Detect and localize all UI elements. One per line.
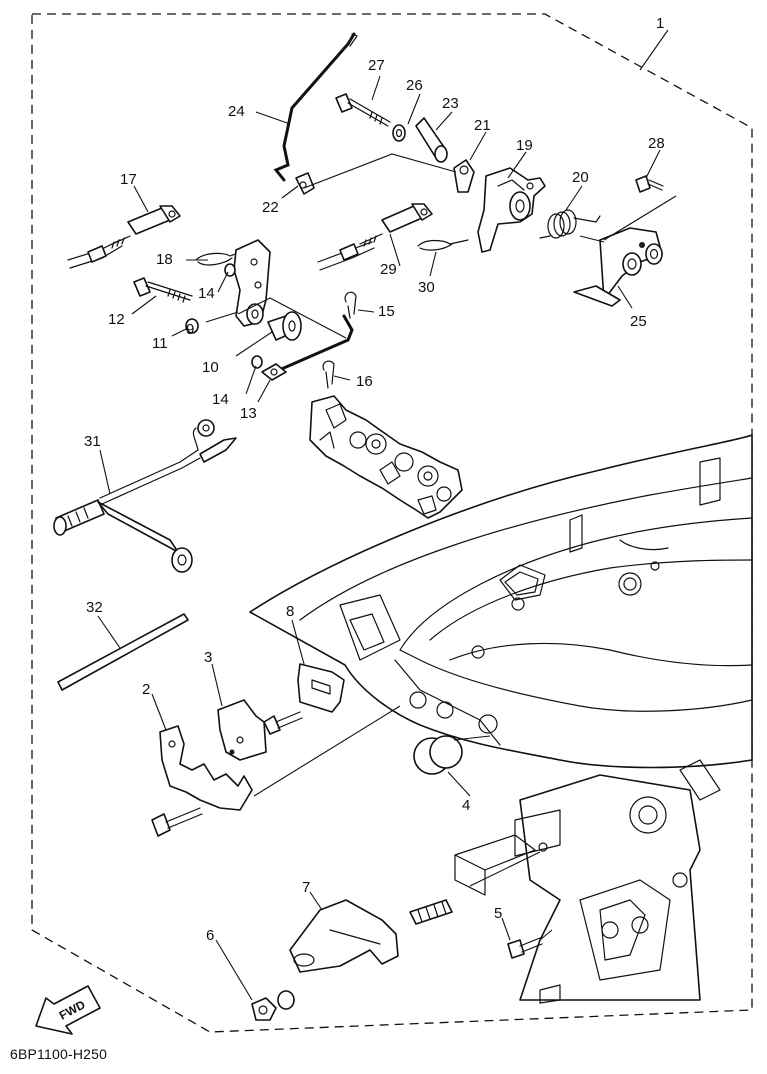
callout-27: 27 <box>368 57 385 74</box>
callout-1: 1 <box>656 15 664 32</box>
part-31-stop-switch <box>53 419 237 573</box>
callout-10: 10 <box>202 359 219 376</box>
part-28-screw <box>635 175 664 193</box>
callout-17: 17 <box>120 171 137 188</box>
swivel-bracket <box>454 759 721 1004</box>
part-7-bracket <box>289 899 399 973</box>
part-2-bracket <box>151 725 253 837</box>
callout-12: 12 <box>108 311 125 328</box>
part-26-washer <box>392 124 406 142</box>
callout-7: 7 <box>302 879 310 896</box>
callout-29: 29 <box>380 261 397 278</box>
part-15-r-clip <box>344 291 357 319</box>
callout-24: 24 <box>228 103 245 120</box>
callout-26: 26 <box>406 77 423 94</box>
part-8-plate <box>297 663 345 713</box>
part-16-r-clip <box>322 360 335 389</box>
part-20-spring <box>539 209 601 239</box>
part-3-bracket <box>217 699 303 761</box>
part-22-rod-clip <box>295 172 315 195</box>
callout-21: 21 <box>474 117 491 134</box>
callout-30: 30 <box>418 279 435 296</box>
callout-25: 25 <box>630 313 647 330</box>
callout-15: 15 <box>378 303 395 320</box>
part-13-shift-rod <box>261 314 354 381</box>
part-23-collar <box>415 117 448 163</box>
callout-19: 19 <box>516 137 533 154</box>
assembly-border <box>31 13 753 1033</box>
callout-16: 16 <box>356 373 373 390</box>
callout-labels: 1 2 3 4 5 6 7 8 9 10 11 12 13 14 14 15 1… <box>84 15 665 944</box>
bottom-cowling <box>249 434 753 769</box>
threaded-stud <box>409 899 453 925</box>
callout-23: 23 <box>442 95 459 112</box>
part-11-washer <box>185 318 199 334</box>
fwd-arrow-icon: FWD <box>35 985 101 1035</box>
callout-2: 2 <box>142 681 150 698</box>
part-14-washer-lower <box>251 355 263 369</box>
washer <box>277 990 295 1010</box>
part-29-cable-joint <box>317 203 433 271</box>
part-10-collar <box>267 311 302 341</box>
part-25-bracket-plate <box>573 227 663 307</box>
callout-9: 9 <box>186 321 194 338</box>
diagram-code: 6BP1100-H250 <box>10 1046 108 1062</box>
part-30-r-clip <box>417 239 469 251</box>
part-9-lever <box>233 239 271 327</box>
part-19-shift-lever <box>477 167 546 253</box>
callout-13: 13 <box>240 405 257 422</box>
leader-lines <box>97 29 677 1001</box>
callout-28: 28 <box>648 135 665 152</box>
part-18-r-clip <box>195 249 247 266</box>
callout-18: 18 <box>156 251 173 268</box>
callout-31: 31 <box>84 433 101 450</box>
callout-22: 22 <box>262 199 279 216</box>
callout-32: 32 <box>86 599 103 616</box>
callout-20: 20 <box>572 169 589 186</box>
callout-8: 8 <box>286 603 294 620</box>
part-27-bolt <box>335 93 391 127</box>
part-17-cable-joint <box>67 205 181 269</box>
callout-14-lower: 14 <box>212 391 229 408</box>
part-4-grommet <box>413 735 463 775</box>
callout-3: 3 <box>204 649 212 666</box>
callout-14-upper: 14 <box>198 285 215 302</box>
part-21-bushing <box>453 159 475 193</box>
callout-5: 5 <box>494 905 502 922</box>
part-32-rod <box>57 613 189 691</box>
part-12-bolt <box>133 277 193 303</box>
callout-4: 4 <box>462 797 470 814</box>
part-5-screw <box>507 937 543 959</box>
shift-mechanism <box>309 395 463 519</box>
part-24-link-rod <box>273 32 356 182</box>
callout-6: 6 <box>206 927 214 944</box>
part-6-nut <box>251 997 277 1021</box>
callout-11: 11 <box>152 335 168 352</box>
